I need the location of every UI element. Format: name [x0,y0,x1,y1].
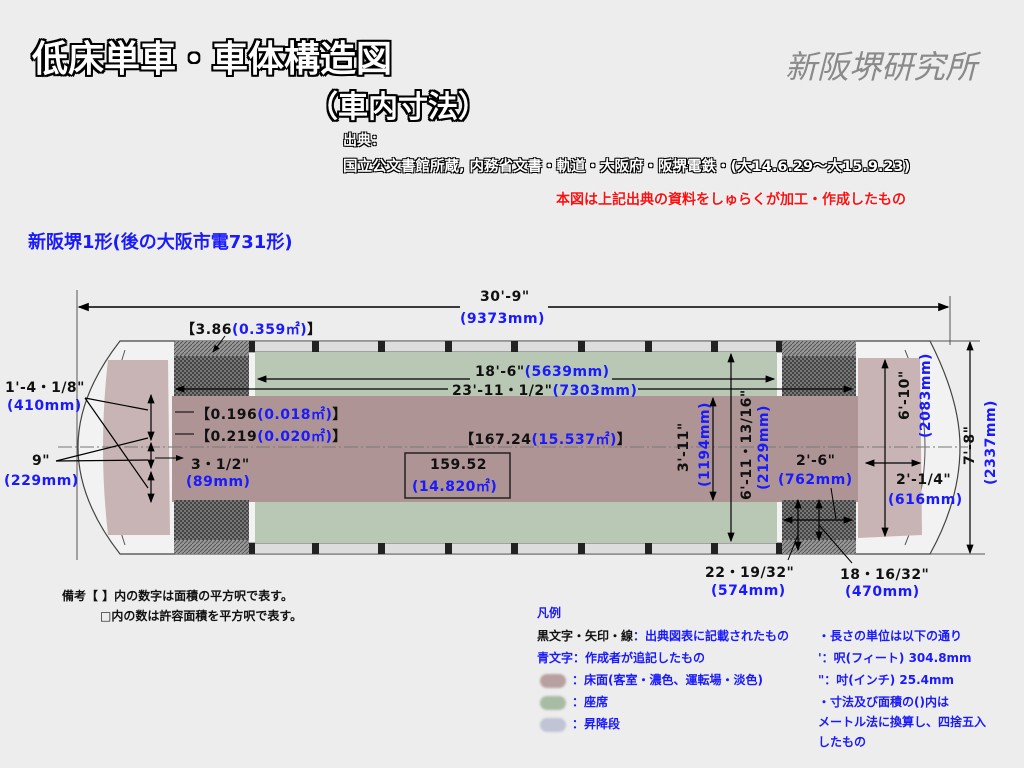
floor-swatch [540,673,566,688]
room-length-ft: 23'-11・1/2" [452,383,553,399]
body-width-mm: (2337mm) [983,400,999,485]
legend-item-seat: ：座席 [540,693,608,710]
area-m2: (0.018㎡) [257,407,333,423]
step-block-right-top [782,341,856,356]
step-depth1-mm: (574mm) [711,583,786,599]
step-depth2-ft: 18・16/32" [840,567,930,583]
floor-area-label: 【167.24(15.537㎡)】 [460,429,631,449]
step-a-mm: (410mm) [7,398,82,414]
step-swatch [540,717,566,732]
area-a-label: 【0.196(0.018㎡)】 [196,404,347,424]
legend-label: ：床面(客室・濃色、運転場・淡色) [572,673,763,687]
step-b-ft: 9" [32,453,51,469]
legend-black-desc: ：出典図表に記載されたもの [633,629,790,643]
inner-width-mm: (2129mm) [756,405,772,490]
step-block-right-top2 [782,356,856,396]
area-ft: 【3.86 [181,322,233,338]
step-a-ft: 1'-4・1/8" [5,380,85,396]
car-model-name: 新阪堺1形(後の大阪市電731形) [28,232,293,253]
legend-blue-text: 青文字：作成者が追記したもの [537,651,706,665]
platform-depth-ft: 2'-1/4" [896,472,952,488]
step-b-mm: (229mm) [4,473,79,489]
legend-black-label: 黒文字・矢印・線 [537,629,634,643]
source-text: 国立公文書館所蔵, 内務省文書・軌道・大阪府・阪堺電鉄・(大14.6.29～大1… [343,159,911,175]
units-note-2: '：呎(フィート) 304.8mm [818,651,972,665]
area-ft: 【167.24 [460,432,532,448]
bracket: 】 [332,429,347,445]
bracket: 】 [616,432,632,448]
seat-bottom [255,502,777,543]
platform-depth-mm: (616mm) [888,492,963,508]
seat-swatch [540,695,566,710]
area-ft: 【0.196 [196,407,258,423]
aisle-width-ft: 3'-11" [676,422,692,472]
inner-width-ft: 6'-11・13/16" [739,389,755,500]
units-note-1: ・長さの単位は以下の通り [818,629,963,643]
vestibule-area-label: 【3.86(0.359㎡)】 [181,319,322,339]
window-posts [248,341,783,554]
legend-label: ：座席 [572,695,609,709]
units-note-3: "：吋(インチ) 25.4mm [818,673,955,687]
body-width-ft: 7'-8" [962,425,978,465]
seat-length-mm: (5639mm) [524,364,610,380]
step-block-left-top2 [174,356,249,396]
allowed-area-m2: (14.820㎡) [412,479,498,495]
step-c-mm: (89mm) [186,474,251,490]
step-c-ft: 3・1/2" [191,457,250,473]
brand-logo: 新阪堺研究所 [785,48,978,86]
legend-black-text: 黒文字・矢印・線：出典図表に記載されたもの [537,627,789,644]
door-width-mm: (762mm) [778,472,853,488]
legend-item-floor: ：床面(客室・濃色、運転場・淡色) [540,671,763,688]
red-note: 本図は上記出典の資料をしゅらくが加工・作成したもの [556,192,906,208]
legend-item-step: ：昇降段 [540,715,620,732]
units-note-4: ・寸法及び面積の()内は [818,695,949,709]
seat-length-label: 18'-6"(5639mm) [475,364,610,380]
units-note-5: メートル法に換算し、四捨五入 [818,715,987,729]
remark-line-1: 備考【 】内の数字は面積の平方呎で表す。 [62,589,293,603]
legend-label: ：昇降段 [572,717,621,731]
source-label: 出典： [343,133,385,149]
right-platform-floor [858,358,922,538]
seat-length-ft: 18'-6" [475,364,525,380]
area-b-label: 【0.219(0.020㎡)】 [196,426,347,446]
area-m2: (15.537㎡) [531,432,617,448]
overall-length-mm: (9373mm) [460,311,545,327]
passenger-floor [172,396,858,502]
step-block-left-bottom2 [174,540,249,554]
aisle-width-mm: (1194mm) [697,402,713,487]
remark-line-2: □内の数は許容面積を平方呎で表す。 [100,609,303,623]
page-subtitle: （車内寸法） [308,90,488,125]
step-block-left-bottom [174,500,249,540]
area-m2: (0.020㎡) [257,429,333,445]
room-length-label: 23'-11・1/2"(7303mm) [452,380,637,400]
room-length-mm: (7303mm) [552,383,638,399]
page-title: 低床単車・車体構造図 [32,39,393,80]
overall-length-ft: 30'-9" [480,289,530,305]
area-m2: (0.359㎡) [232,322,308,338]
bracket: 】 [332,407,347,423]
step-depth1-ft: 22・19/32" [705,565,795,581]
area-ft: 【0.219 [196,429,258,445]
legend-title: 凡例 [537,606,562,620]
door-width-ft: 2'-6" [796,453,836,469]
step-block-left-top [174,341,249,356]
step-depth2-mm: (470mm) [845,584,920,600]
allowed-area-box [404,452,511,499]
bracket: 】 [307,322,322,338]
allowed-area-ft: 159.52 [430,457,488,473]
platform-width-mm: (2083mm) [918,353,934,438]
platform-width-ft: 6'-10" [897,370,913,420]
units-note-6: したもの [818,735,867,749]
